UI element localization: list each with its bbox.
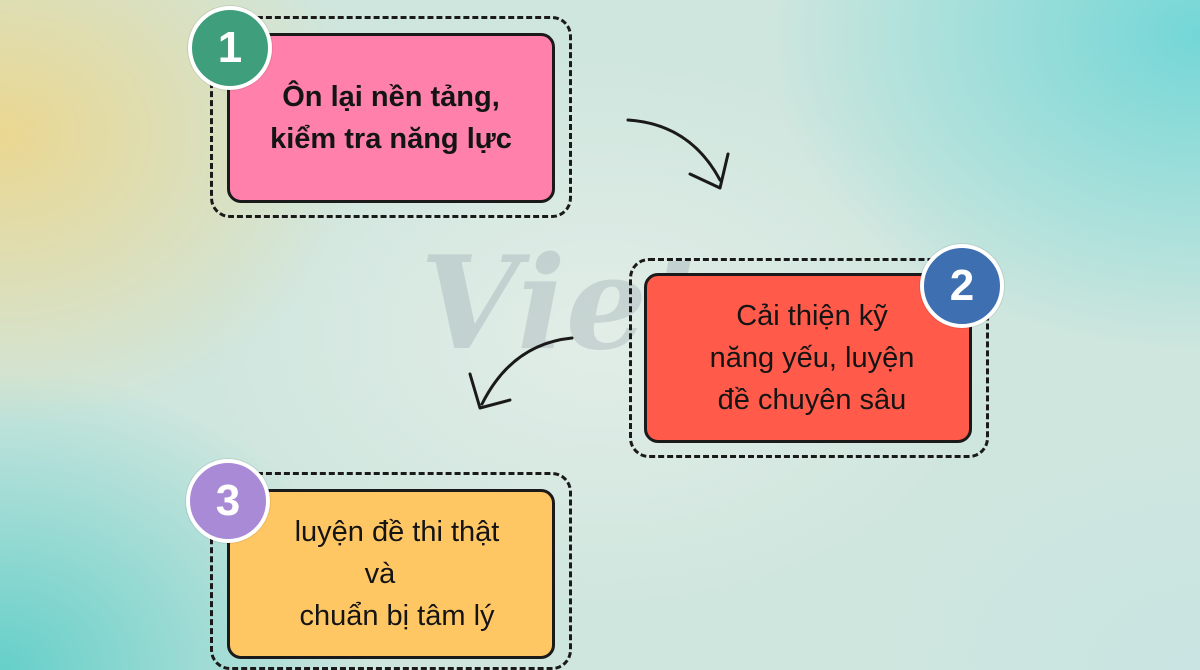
step-3-line-3: chuẩn bị tâm lý [299, 600, 495, 633]
step-2-number-badge: 2 [920, 244, 1004, 328]
step-1-text: Ôn lại nền tảng, kiểm tra năng lực [270, 76, 512, 160]
step-3-box: luyện đề thi thật và chuẩn bị tâm lý [227, 489, 555, 659]
step-1-number: 1 [217, 23, 243, 72]
step-3-dashed-frame [210, 472, 572, 670]
step-2-number: 2 [949, 261, 975, 310]
curved-arrow-step-2-to-3 [468, 336, 574, 410]
step-3-number-badge: 3 [186, 459, 270, 543]
curved-arrow-step-1-to-2 [626, 118, 730, 190]
step-1-number-badge: 1 [188, 6, 272, 90]
step-1-box: Ôn lại nền tảng, kiểm tra năng lực [227, 33, 555, 203]
step-2-line-3: đề chuyên sâu [717, 384, 907, 417]
step-3-line-2: và [364, 557, 396, 590]
step-2-line-2: năng yếu, luyện [709, 341, 915, 374]
step-2-text: Cải thiện kỹ năng yếu, luyện đề chuyên s… [702, 295, 915, 421]
step-3-text: luyện đề thi thật và chuẩn bị tâm lý [283, 511, 500, 637]
step-2-dashed-frame [629, 258, 989, 458]
step-1-line-1: Ôn lại nền tảng, [282, 80, 500, 113]
step-2-line-1: Cải thiện kỹ [736, 299, 888, 332]
step-1-dashed-frame [210, 16, 572, 218]
step-1-line-2: kiểm tra năng lực [270, 123, 512, 155]
step-3-number: 3 [215, 476, 241, 525]
step-3-line-1: luyện đề thi thật [294, 515, 500, 548]
step-2-box: Cải thiện kỹ năng yếu, luyện đề chuyên s… [644, 273, 972, 443]
